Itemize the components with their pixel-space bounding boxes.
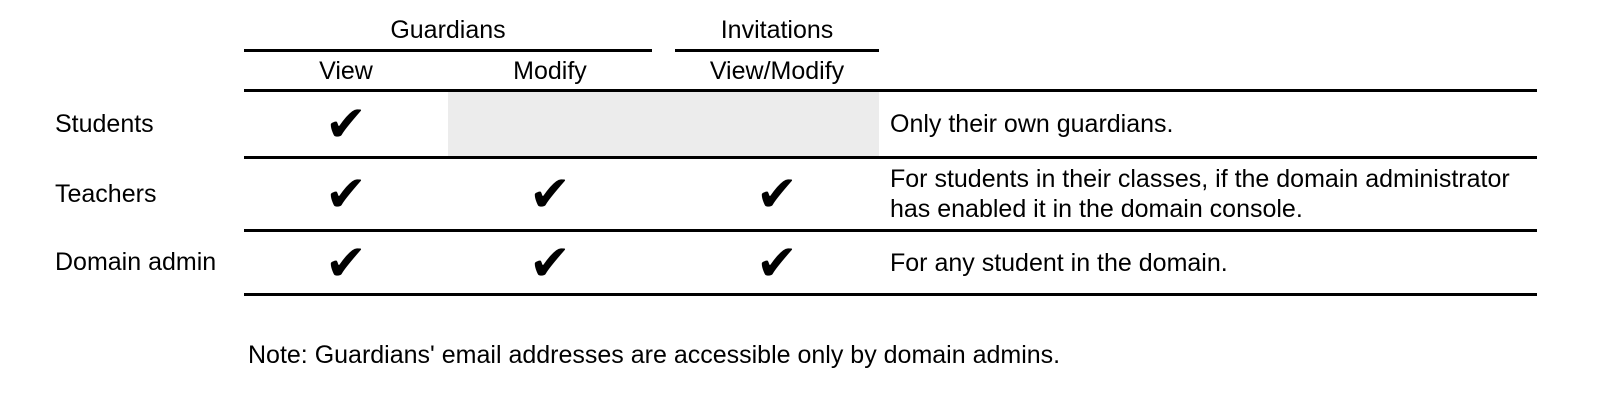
column-group-guardians: Guardians: [390, 15, 506, 44]
cell-teachers-invitations-view-modify: ✔: [675, 159, 879, 229]
divider: [244, 293, 1537, 296]
cell-students-guardians-view: ✔: [244, 92, 448, 156]
divider: [244, 156, 1537, 159]
check-icon: ✔: [529, 233, 571, 292]
row-label-teachers: Teachers: [55, 179, 157, 208]
divider: [244, 229, 1537, 232]
cell-teachers-guardians-view: ✔: [244, 159, 448, 229]
cell-teachers-guardians-modify: ✔: [448, 159, 652, 229]
check-icon: ✔: [325, 233, 367, 292]
row-label-domain-admin: Domain admin: [55, 248, 217, 276]
row-note-students: Only their own guardians.: [890, 110, 1174, 138]
check-icon: ✔: [756, 233, 798, 292]
divider: [244, 89, 1537, 92]
disabled-cell: [448, 92, 879, 156]
column-group-invitations: Invitations: [720, 15, 834, 44]
column-header-view-modify: View/Modify: [709, 56, 845, 85]
row-note-teachers: For students in their classes, if the do…: [890, 165, 1510, 223]
guardians-underline: [244, 49, 652, 52]
cell-admin-guardians-modify: ✔: [448, 232, 652, 293]
invitations-underline: [675, 49, 879, 52]
footnote: Note: Guardians' email addresses are acc…: [248, 340, 1061, 369]
check-icon: ✔: [325, 165, 367, 223]
cell-admin-invitations-view-modify: ✔: [675, 232, 879, 293]
check-icon: ✔: [756, 165, 798, 223]
check-icon: ✔: [529, 165, 571, 223]
row-label-students: Students: [55, 109, 154, 138]
check-icon: ✔: [325, 95, 367, 153]
column-header-view: View: [319, 56, 373, 85]
column-header-modify: Modify: [513, 56, 587, 85]
cell-admin-guardians-view: ✔: [244, 232, 448, 293]
row-note-domain-admin: For any student in the domain.: [890, 248, 1228, 277]
